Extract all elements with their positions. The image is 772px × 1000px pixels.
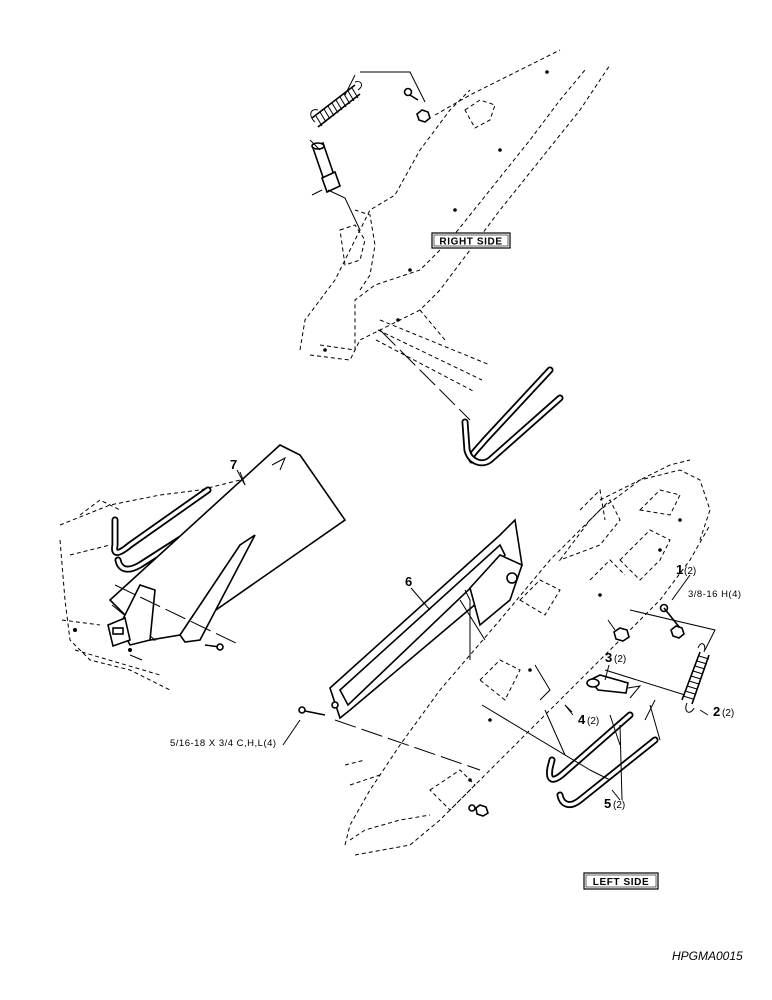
nut-spec-label: 3/8-16 H(4) [688,589,742,600]
callout-5: 5 (2) [604,796,625,811]
extension-spring-left [681,643,710,713]
callout-4-qty: (2) [587,716,599,727]
left-side-assembly: LEFT SIDE [236,459,716,890]
bolt-spec-label: 5/16-18 X 3/4 C,H,L(4) [170,738,277,749]
extension-spring-right [310,81,363,128]
bolt-nut-right [403,87,431,123]
pivot-pin-left [586,674,642,699]
hex-nut [613,627,630,642]
callout-6: 6 [405,574,412,589]
pivot-pin-right [309,139,361,231]
callout-3-qty: (2) [614,654,626,665]
right-side-label-box: RIGHT SIDE [431,232,511,249]
bracket-rod-left [546,711,659,809]
callout-2-number: 2 [713,704,720,719]
callout-3: 3 (2) [605,650,626,665]
callout-4: 4 (2) [578,712,599,727]
left-side-label: LEFT SIDE [593,877,650,888]
callout-7: 7 [230,457,237,472]
right-side-assembly: RIGHT SIDE [299,49,611,467]
callout-7-number: 7 [230,457,237,472]
callout-3-number: 3 [605,650,612,665]
guard-assembly-7 [59,444,347,691]
callout-5-qty: (2) [613,800,625,811]
callout-1-qty: (2) [684,566,696,577]
callout-6-number: 6 [405,574,412,589]
callout-1: 1 (2) [676,562,696,577]
callout-4-number: 4 [578,712,586,727]
bolt-nut-left [659,603,685,639]
callout-2: 2 (2) [713,704,734,719]
callout-5-number: 5 [604,796,611,811]
channel-part-6 [298,518,523,771]
right-side-label: RIGHT SIDE [439,237,502,248]
left-side-label-box: LEFT SIDE [583,872,659,890]
figure-id: HPGMA0015 [672,949,743,963]
callout-2-qty: (2) [722,708,734,719]
bracket-rod-right [461,366,564,467]
callout-1-number: 1 [676,562,683,577]
